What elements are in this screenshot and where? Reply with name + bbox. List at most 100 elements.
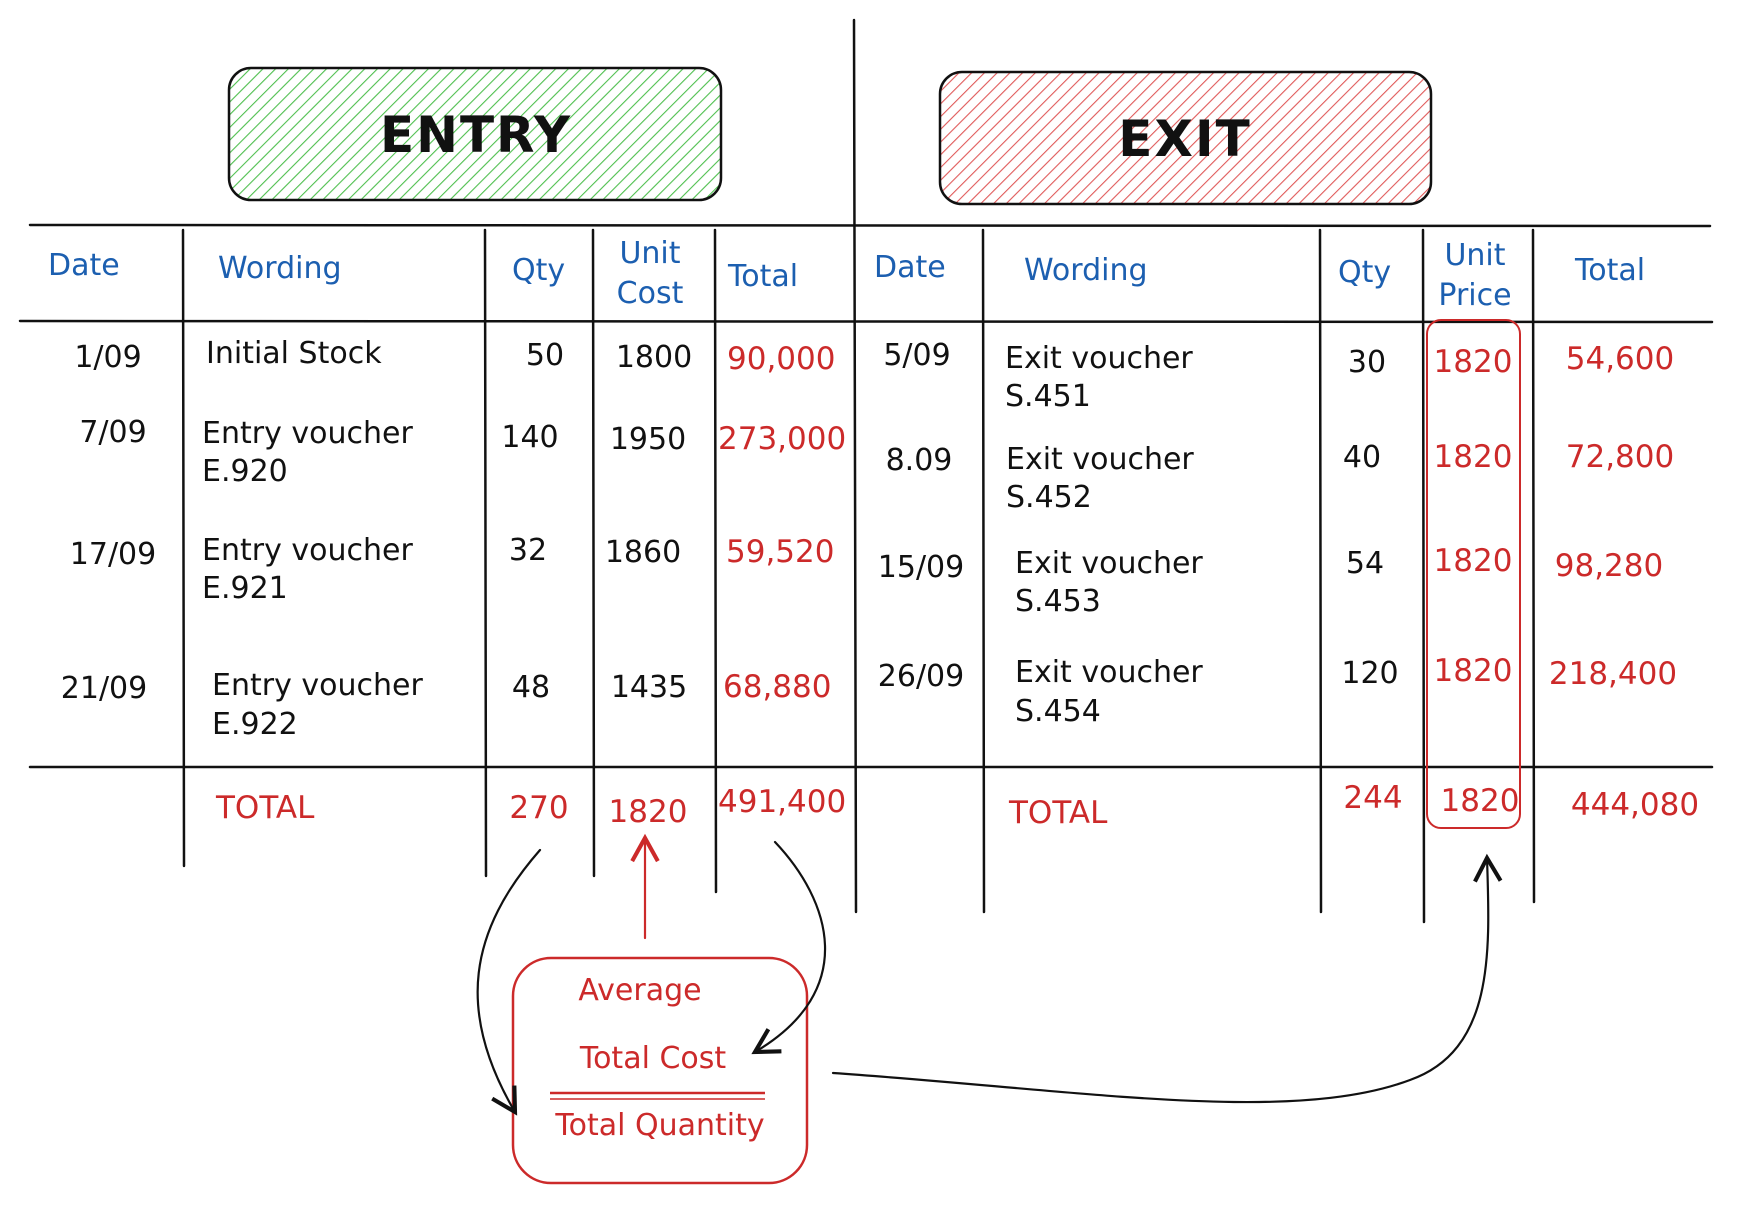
entry-header-row: Date Wording Qty Unit Cost Total [48,236,798,311]
entry-row-2-qty: 140 [501,420,558,455]
entry-row-3-total: 59,520 [726,534,834,570]
exit-header-unit: Unit [1444,238,1505,273]
exit-col-4 [1531,228,1536,904]
exit-col-2 [1318,228,1323,914]
exit-row: 15/09 Exit voucher S.453 54 1820 98,280 [878,543,1663,619]
entry-col-2 [483,228,488,878]
exit-row-2-date: 8.09 [886,443,953,478]
header-top-rule [28,223,1712,228]
exit-row-4-wording: Exit voucher [1015,655,1203,690]
entry-row-2-total: 273,000 [718,421,846,457]
average-formula-box: Average Total Cost Total Quantity [511,956,809,1185]
entry-row-3-date: 17/09 [70,537,156,572]
exit-totals-row: TOTAL 244 1820 444,080 [1008,780,1699,831]
exit-row-1-date: 5/09 [883,338,950,373]
entry-row-1-date: 1/09 [74,340,141,375]
entry-row-3-ref: E.921 [202,571,288,606]
exit-row-1-unit: 1820 [1434,344,1513,380]
formula-denominator: Total Quantity [554,1108,764,1143]
exit-row-2-unit: 1820 [1434,439,1513,475]
exit-row-2-total: 72,800 [1566,439,1674,475]
exit-row-2-ref: S.452 [1006,480,1092,515]
unit-price-highlight [1426,319,1521,829]
exit-row-1-qty: 30 [1348,345,1386,380]
exit-total-qty: 244 [1343,780,1402,816]
formula-title: Average [578,973,701,1008]
formula-numerator: Total Cost [579,1041,727,1076]
entry-banner-label: ENTRY [380,106,572,164]
exit-row-2-qty: 40 [1343,440,1381,475]
entry-header-date: Date [48,248,120,283]
exit-row: 5/09 Exit voucher S.451 30 1820 54,600 [883,338,1674,414]
entry-total-amount: 491,400 [718,784,846,820]
entry-header-unit: Unit [619,236,680,271]
exit-row-3-unit: 1820 [1434,543,1513,579]
entry-row-4-unit: 1435 [611,670,687,705]
exit-row-3-wording: Exit voucher [1015,546,1203,581]
exit-row-1-total: 54,600 [1566,341,1674,377]
exit-banner: EXIT [938,70,1433,206]
entry-row-4-ref: E.922 [212,707,298,742]
total-to-formula-arrow [751,840,827,1055]
entry-row-2-wording: Entry voucher [202,416,413,451]
header-bottom-rule [18,319,1714,324]
entry-total-label: TOTAL [215,790,315,826]
exit-row-4-unit: 1820 [1434,653,1513,689]
entry-totals-row: TOTAL 270 1820 491,400 [215,784,846,830]
exit-header-total: Total [1574,253,1645,288]
entry-row-4-qty: 48 [512,670,550,705]
exit-row-4-qty: 120 [1341,656,1398,691]
exit-row-2-wording: Exit voucher [1006,442,1194,477]
entry-row-2-date: 7/09 [79,415,146,450]
exit-row-1-wording: Exit voucher [1005,341,1193,376]
exit-row-4-ref: S.454 [1015,694,1101,729]
exit-row-3-qty: 54 [1346,546,1384,581]
entry-row-4-wording: Entry voucher [212,668,423,703]
entry-row-2-unit: 1950 [610,422,686,457]
entry-row: 1/09 Initial Stock 50 1800 90,000 [74,336,835,377]
entry-row-3-unit: 1860 [605,535,681,570]
exit-row-3-ref: S.453 [1015,584,1101,619]
exit-total-amount: 444,080 [1571,787,1699,823]
exit-header-qty: Qty [1338,255,1391,290]
entry-row-1-qty: 50 [526,338,564,373]
exit-row-3-date: 15/09 [878,550,964,585]
exit-row-3-total: 98,280 [1555,548,1663,584]
entry-row-4-total: 68,880 [723,669,831,705]
qty-to-formula-arrow [476,848,542,1116]
entry-col-4 [713,228,718,894]
exit-row: 26/09 Exit voucher S.454 120 1820 218,40… [878,653,1677,729]
exit-header-price: Price [1438,278,1511,313]
entry-header-qty: Qty [512,253,565,288]
exit-banner-label: EXIT [1118,110,1251,168]
entry-col-1 [181,228,186,868]
entry-row: 7/09 Entry voucher E.920 140 1950 273,00… [79,415,846,489]
entry-row-3-wording: Entry voucher [202,533,413,568]
table-grid [18,18,1714,924]
formula-to-unit-price-arrow [831,853,1503,1104]
entry-row: 21/09 Entry voucher E.922 48 1435 68,880 [61,668,832,742]
entry-row: 17/09 Entry voucher E.921 32 1860 59,520 [70,533,835,606]
entry-header-wording: Wording [218,251,342,286]
entry-total-qty: 270 [509,790,568,826]
entry-row-1-wording: Initial Stock [206,336,382,371]
exit-row-4-total: 218,400 [1549,656,1677,692]
exit-row-1-ref: S.451 [1005,379,1091,414]
entry-row-4-date: 21/09 [61,671,147,706]
exit-total-unit: 1820 [1441,783,1520,819]
exit-row-4-date: 26/09 [878,659,964,694]
entry-row-1-unit: 1800 [616,340,692,375]
entry-row-1-total: 90,000 [727,341,835,377]
entry-header-total: Total [727,259,798,294]
exit-header-date: Date [874,250,946,285]
entry-header-cost: Cost [617,276,684,311]
exit-header-wording: Wording [1024,253,1148,288]
exit-col-3 [1421,228,1426,924]
flow-arrows [476,833,1503,1116]
top-divider [852,18,858,914]
exit-row: 8.09 Exit voucher S.452 40 1820 72,800 [886,439,1675,515]
exit-total-label: TOTAL [1008,795,1108,831]
entry-total-unit: 1820 [609,794,688,830]
